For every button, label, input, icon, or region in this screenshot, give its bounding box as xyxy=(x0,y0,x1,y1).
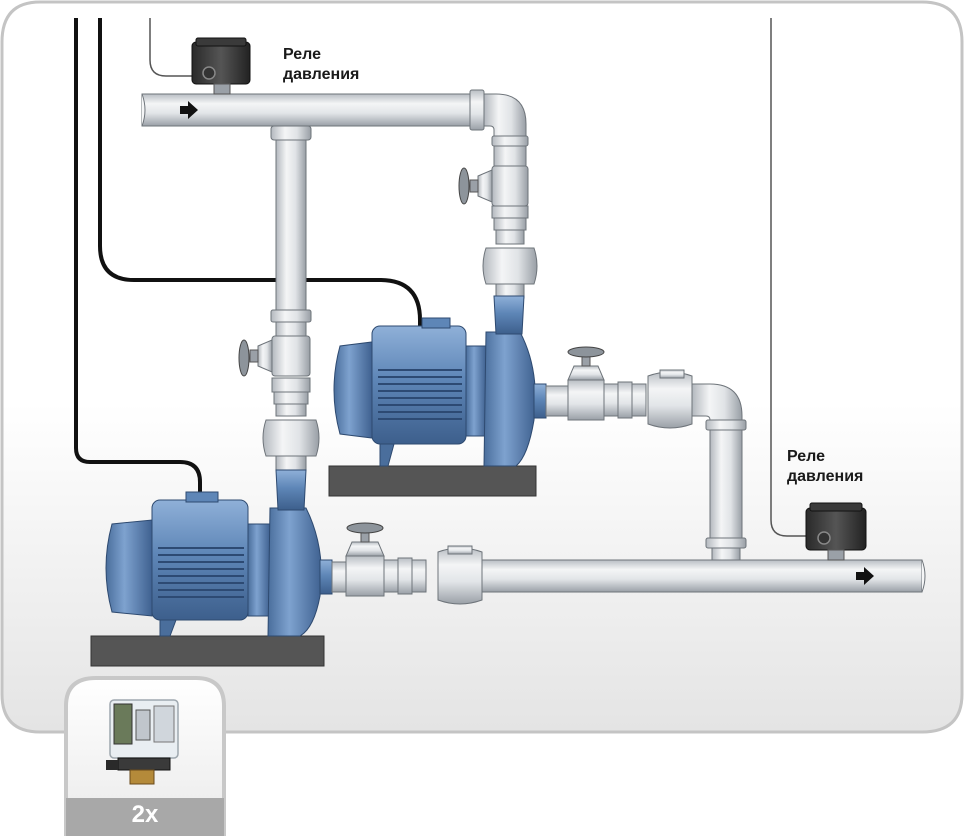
pressure-relay-top xyxy=(191,37,251,95)
lower-pump-base xyxy=(90,635,325,667)
upper-discharge-line xyxy=(545,346,747,561)
right-handwheel-icon xyxy=(458,167,470,205)
upper-valve-handwheel-icon xyxy=(567,346,605,358)
relay-label-top-line1: Реле xyxy=(283,46,322,63)
left-handwheel-icon xyxy=(238,339,250,377)
top-discharge-pipe xyxy=(141,89,529,147)
upper-motor-fins xyxy=(378,369,462,420)
power-cable-pump-lower xyxy=(74,18,202,500)
relay-label-top-line2: давления xyxy=(283,66,360,83)
relay-label-right-line1: Реле xyxy=(787,448,826,465)
relay-label-top: Реле давления xyxy=(283,45,359,85)
relay-label-right: Реле давления xyxy=(787,447,863,487)
flow-arrow-top xyxy=(180,101,198,119)
badge-quantity: 2x xyxy=(131,801,159,828)
flow-arrow-bottom xyxy=(856,567,874,585)
right-riser-pipe xyxy=(458,145,538,299)
lower-discharge-line xyxy=(331,522,926,605)
product-badge xyxy=(64,676,226,836)
pressure-relay-right xyxy=(805,502,867,561)
left-union-fittings xyxy=(262,377,320,471)
power-cable-pump-upper xyxy=(98,18,422,326)
lower-pump xyxy=(90,469,333,667)
pressure-switch-icon xyxy=(106,699,179,785)
upper-pump xyxy=(328,295,547,497)
lower-motor-fins xyxy=(158,547,244,598)
relay-right-wire xyxy=(770,18,808,537)
upper-pump-base xyxy=(328,465,537,497)
left-riser-pipe xyxy=(270,125,312,337)
lower-valve-handwheel-icon xyxy=(346,522,384,534)
relay-top-wire xyxy=(149,18,193,77)
left-gate-valve xyxy=(238,335,311,377)
relay-label-right-line2: давления xyxy=(787,468,864,485)
